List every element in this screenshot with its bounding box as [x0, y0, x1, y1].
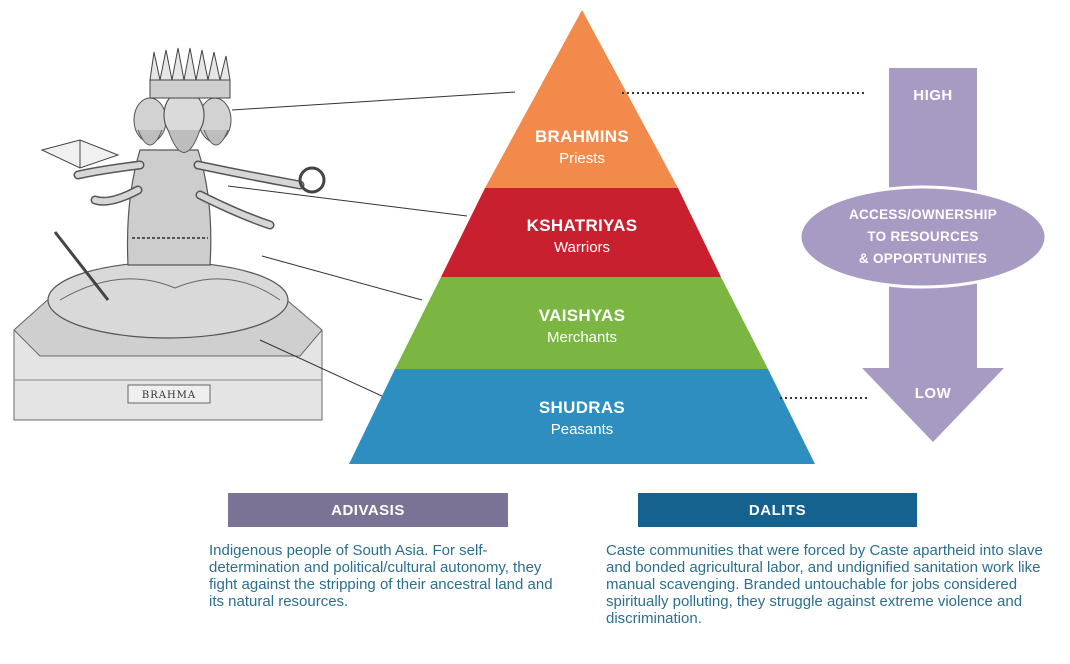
access-down-arrow: HIGH LOW ACCESS/OWNERSHIP TO RESOURCES &… — [798, 68, 1048, 442]
figure-connector-lines — [227, 91, 516, 403]
vaishyas-title: VAISHYAS — [539, 306, 626, 325]
high-label: HIGH — [913, 87, 953, 104]
caste-pyramid: BRAHMINS Priests KSHATRIYAS Warriors VAI… — [349, 10, 815, 464]
dalits-label: DALITS — [748, 501, 807, 519]
shudras-subtitle: Peasants — [551, 421, 614, 438]
kshatriyas-title: KSHATRIYAS — [527, 216, 638, 235]
shudras-title: SHUDRAS — [539, 398, 625, 417]
brahmins-subtitle: Priests — [559, 150, 605, 167]
access-ellipse — [798, 185, 1048, 289]
brahmins-title: BRAHMINS — [535, 127, 629, 146]
vaishyas-subtitle: Merchants — [547, 329, 617, 346]
low-label: LOW — [915, 385, 952, 402]
brahma-illustration: BRAHMA — [13, 47, 326, 421]
kshatriyas-subtitle: Warriors — [554, 239, 610, 256]
dalits-description: Caste communities that were forced by Ca… — [606, 542, 1043, 627]
access-line-3: & OPPORTUNITIES — [859, 251, 987, 266]
adivasis-label: ADIVASIS — [331, 501, 405, 519]
access-line-2: TO RESOURCES — [867, 229, 978, 244]
access-line-1: ACCESS/OWNERSHIP — [849, 207, 997, 222]
shudras-tier — [349, 369, 815, 464]
adivasis-label-box: ADIVASIS — [228, 493, 508, 527]
plate-caption: BRAHMA — [142, 390, 196, 401]
adivasis-description: Indigenous people of South Asia. For sel… — [209, 542, 553, 610]
brahmins-tier — [485, 10, 678, 188]
kshatriyas-tier — [441, 188, 721, 277]
vaishyas-tier — [395, 277, 768, 369]
dalits-label-box: DALITS — [638, 493, 917, 527]
